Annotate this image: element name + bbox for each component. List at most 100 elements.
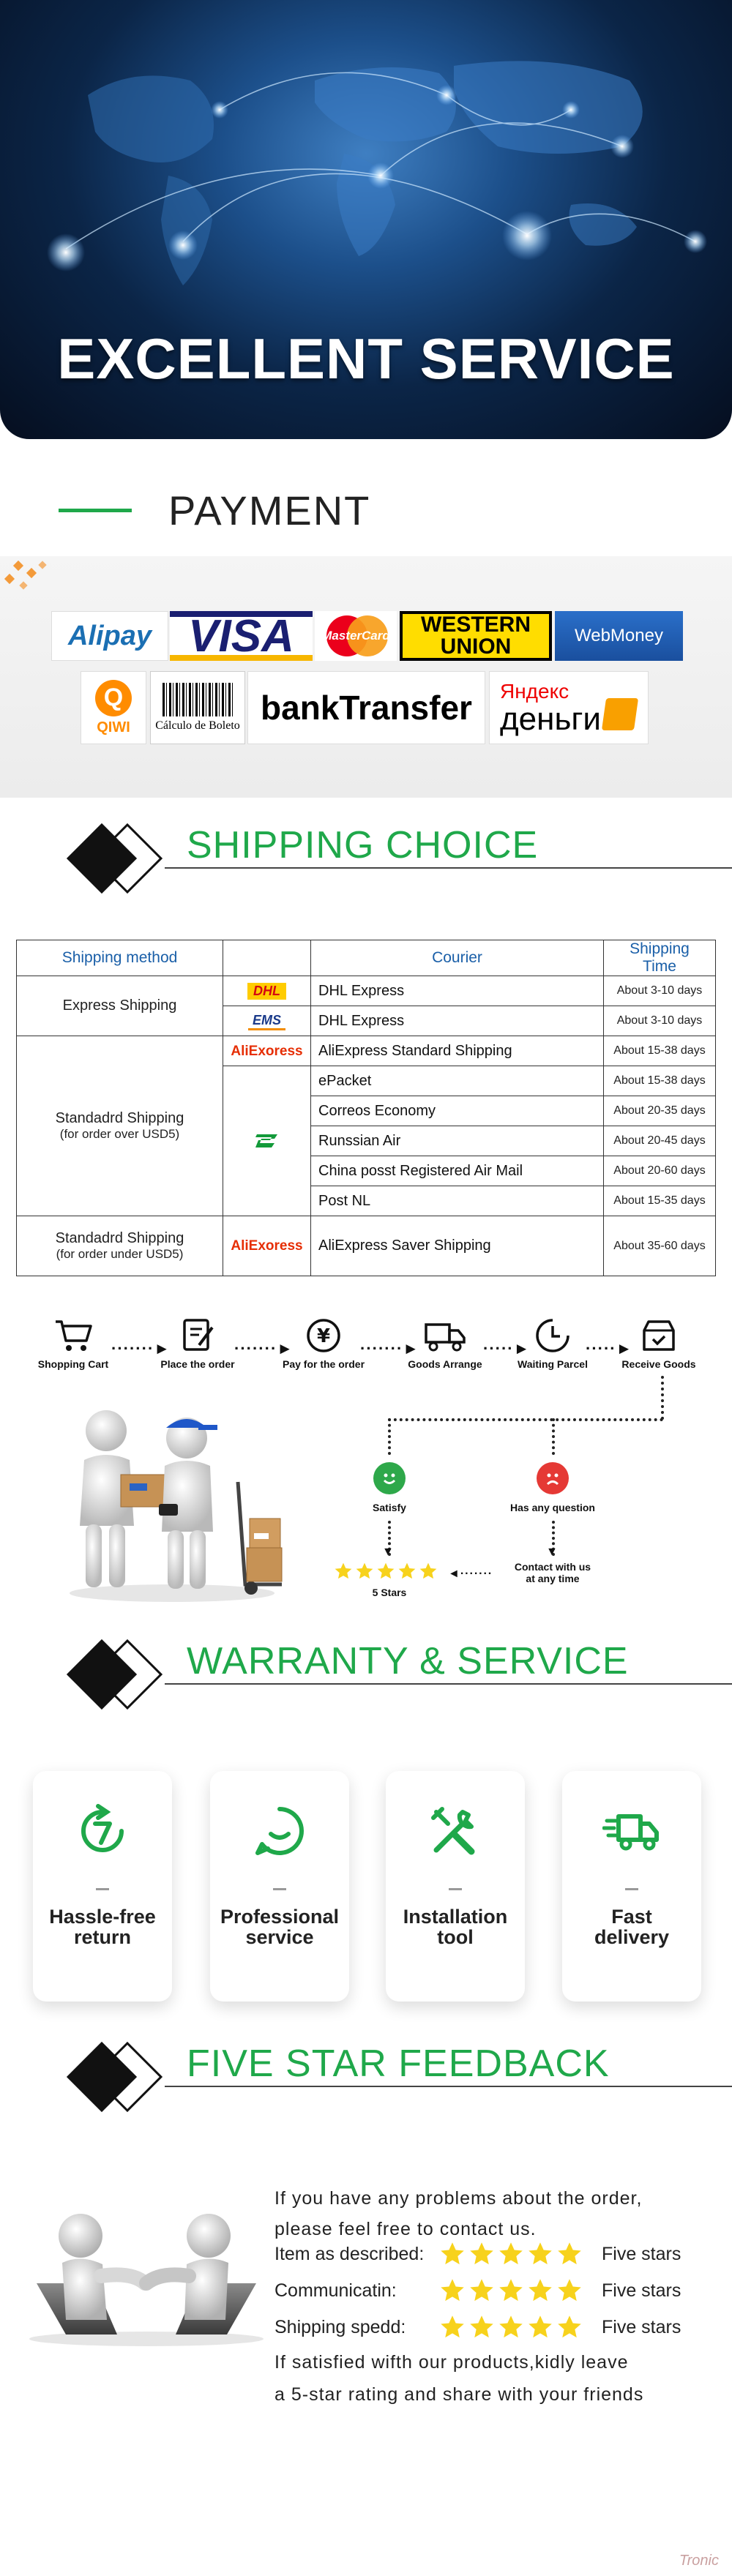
dhl-logo: DHL — [223, 976, 311, 1006]
satisfied-face-icon — [373, 1462, 406, 1494]
star-icon — [470, 2279, 493, 2302]
method-express: Express Shipping — [16, 976, 223, 1036]
feedback-intro-1: If you have any problems about the order… — [274, 2188, 643, 2209]
star-icon — [470, 2315, 493, 2338]
rating-value: Five stars — [602, 2243, 681, 2264]
time-cell: About 3-10 days — [603, 1006, 716, 1036]
heading-rule — [165, 1683, 732, 1685]
method-note: (for order over USD5) — [59, 1127, 180, 1141]
step-receive-goods: Receive Goods — [608, 1317, 710, 1370]
satisfy-label: Satisfy — [373, 1502, 406, 1513]
feedback-outro-1: If satisfied wifth our products,kidly le… — [274, 2352, 629, 2373]
star-icon — [398, 1562, 416, 1579]
star-icon — [441, 2242, 464, 2265]
china-post-logo — [223, 1066, 311, 1216]
feedback-intro-2: please feel free to contact us. — [274, 2219, 537, 2239]
feedback-heading: FIVE STAR FEEDBACK — [0, 2041, 732, 2122]
yandex-money-logo: Яндекс деньги — [489, 671, 649, 744]
rating-row-item: Item as described: Five stars — [274, 2241, 681, 2267]
cart-icon — [56, 1320, 92, 1351]
world-map-graphic — [47, 61, 707, 285]
payment-heading: PAYMENT — [59, 487, 370, 534]
step-label: Waiting Parcel — [518, 1358, 588, 1370]
table-row: China posst Registered Air Mail About 20… — [17, 1156, 716, 1186]
rating-row-shipping: Shipping spedd: Five stars — [274, 2314, 681, 2340]
step-shopping-cart: Shopping Cart — [22, 1317, 124, 1370]
star-icon — [558, 2315, 581, 2338]
star-icon — [470, 2242, 493, 2265]
qiwi-logo: Q QIWI — [81, 671, 146, 744]
boleto-text: Cálculo de Boleto — [155, 719, 240, 732]
table-row: Standadrd Shipping (for order under USD5… — [16, 1216, 716, 1276]
time-cell: About 3-10 days — [603, 976, 716, 1006]
clock-icon — [536, 1319, 569, 1352]
warranty-title: WARRANTY & SERVICE — [187, 1640, 629, 1682]
handshake-illustration — [29, 2214, 264, 2346]
payment-yen-icon: ¥ — [307, 1319, 340, 1352]
time-cell: About 15-35 days — [603, 1186, 716, 1216]
payment-title: PAYMENT — [168, 487, 371, 533]
step-label: Place the order — [160, 1358, 235, 1370]
wu-line-1: WESTERN — [421, 613, 531, 637]
rating-label: Item as described: — [274, 2243, 425, 2264]
visa-logo: VISA — [170, 611, 313, 661]
table-header-row: Shipping method Courier Shipping Time — [16, 940, 716, 976]
flow-line — [552, 1418, 555, 1455]
feedback-title: FIVE STAR FEEDBACK — [187, 2043, 610, 2085]
china-post-icon — [255, 1134, 277, 1147]
star-icon — [441, 2315, 464, 2338]
method-standard-under: Standadrd Shipping (for order under USD5… — [16, 1216, 223, 1276]
seven-day-return-icon — [81, 1804, 124, 1852]
step-pay-order: ¥ Pay for the order — [272, 1317, 375, 1370]
step-label: Receive Goods — [621, 1358, 696, 1370]
star-icon — [356, 1562, 373, 1579]
table-row: ePacket About 15-38 days — [17, 1066, 716, 1216]
chat-icon — [255, 1807, 304, 1855]
star-icon — [529, 2279, 552, 2302]
table-row: Express Shipping DHL DHL Express About 3… — [16, 976, 716, 1036]
star-icon — [558, 2279, 581, 2302]
table-row: Correos Economy About 20-35 days — [17, 1096, 716, 1126]
aliexpress-logo: AliExoress — [223, 1216, 311, 1276]
rating-stars — [439, 2277, 583, 2304]
flow-arrow-left: ◄······· — [448, 1568, 493, 1580]
star-icon — [529, 2315, 552, 2338]
alipay-logo: Alipay — [51, 611, 168, 661]
rating-label: Shipping spedd: — [274, 2316, 406, 2337]
star-icon — [499, 2315, 523, 2338]
step-waiting-parcel: Waiting Parcel — [501, 1317, 604, 1370]
flow-line — [388, 1418, 391, 1455]
aliexpress-logo: AliExoress — [223, 1036, 311, 1066]
courier-cell: DHL Express — [310, 976, 604, 1006]
courier-cell: Runssian Air — [310, 1126, 604, 1156]
heading-accent-line — [59, 509, 132, 512]
contact-line-1: Contact with us — [514, 1561, 591, 1573]
method-note: (for order under USD5) — [56, 1247, 184, 1261]
flow-line — [388, 1418, 663, 1421]
heading-rule — [165, 2086, 732, 2087]
diamond-dots-decoration — [4, 560, 47, 590]
star-icon — [335, 1562, 352, 1579]
rating-row-communication: Communicatin: Five stars — [274, 2277, 681, 2304]
contact-line-2: at any time — [526, 1573, 580, 1584]
flow-line — [388, 1521, 391, 1556]
hero-title: EXCELLENT SERVICE — [57, 326, 675, 391]
order-form-icon — [183, 1319, 214, 1351]
feedback-outro-2: a 5-star rating and share with your frie… — [274, 2384, 644, 2405]
five-stars-rating — [334, 1562, 438, 1581]
time-cell: About 15-38 days — [603, 1066, 716, 1096]
banktransfer-logo: bankTransfer — [247, 671, 485, 744]
table-row: EMS DHL Express About 3-10 days — [17, 1006, 716, 1036]
shipping-heading: SHIPPING CHOICE — [0, 823, 732, 904]
card-divider — [96, 1888, 109, 1890]
courier-cell: DHL Express — [310, 1006, 604, 1036]
rating-stars — [439, 2314, 583, 2340]
wu-line-2: UNION — [440, 634, 512, 659]
rating-value: Five stars — [602, 2316, 681, 2337]
courier-cell: Post NL — [310, 1186, 604, 1216]
courier-cell: Correos Economy — [310, 1096, 604, 1126]
